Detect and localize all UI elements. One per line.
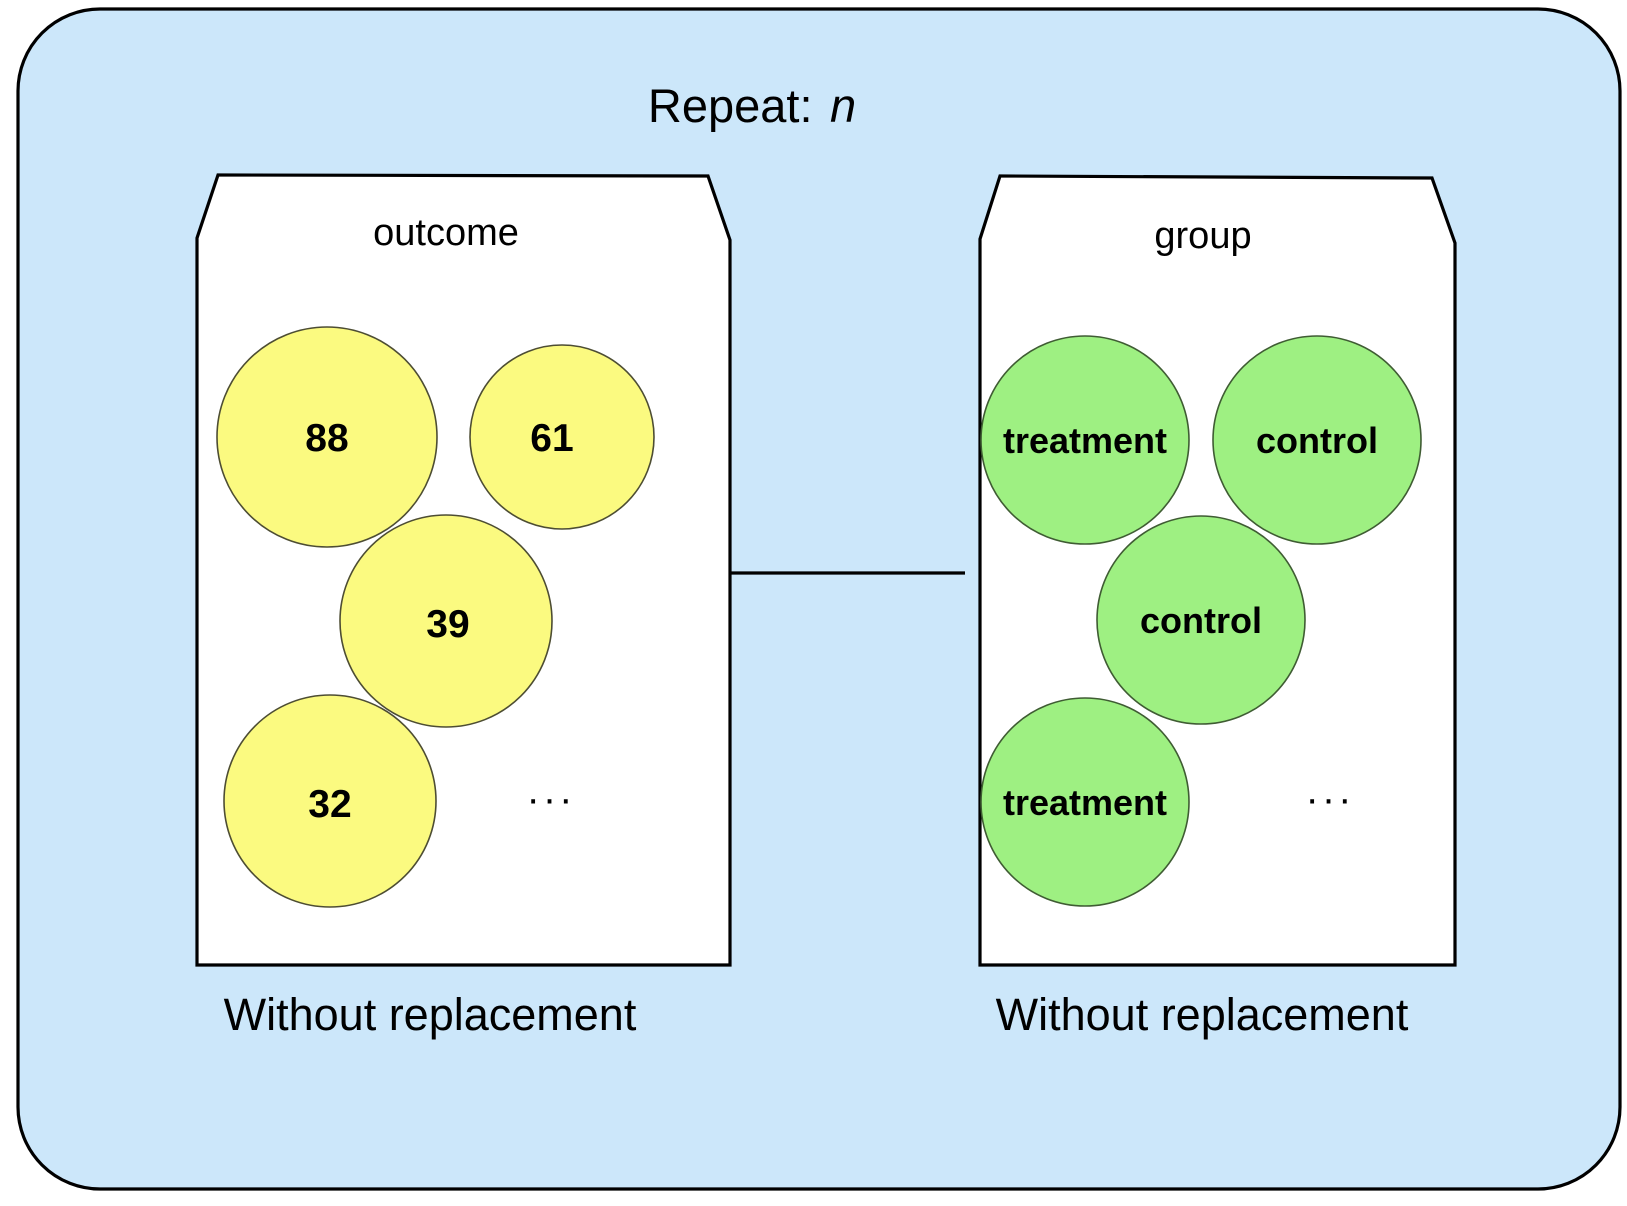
outcome-item-circle [339, 514, 553, 728]
outcome-bag-label: outcome [373, 212, 519, 254]
outcome-item-value: 61 [530, 417, 573, 460]
outcome-item-value: 32 [308, 783, 351, 826]
group-item-value: treatment [1003, 782, 1167, 823]
group-ellipsis: ··· [1306, 777, 1355, 821]
group-item-circle [980, 335, 1190, 545]
group-item-circle [1212, 335, 1422, 545]
outcome-item-circle [469, 344, 655, 530]
panel-title-variable: n [830, 79, 856, 132]
outcome-bag: outcome 88 61 39 32 ··· [195, 173, 732, 967]
outcome-ellipsis: ··· [527, 777, 576, 821]
group-bag: group treatment control control treatmen… [978, 174, 1457, 967]
outcome-item-value: 39 [426, 603, 469, 646]
group-item-value: treatment [1003, 420, 1167, 461]
group-item-value: control [1140, 600, 1262, 641]
panel-title-prefix: Repeat: [648, 79, 813, 132]
group-bag-label: group [1154, 215, 1251, 257]
outcome-item-circle [223, 694, 437, 908]
group-item-circle [980, 697, 1190, 907]
panel-title: Repeat: n [648, 79, 856, 132]
group-item-circle [1096, 515, 1306, 725]
outcome-item-circle [216, 326, 438, 548]
outcome-item-value: 88 [305, 417, 348, 460]
outcome-bag-footer: Without replacement [224, 989, 637, 1040]
group-bag-footer: Without replacement [996, 989, 1409, 1040]
group-item-value: control [1256, 420, 1378, 461]
